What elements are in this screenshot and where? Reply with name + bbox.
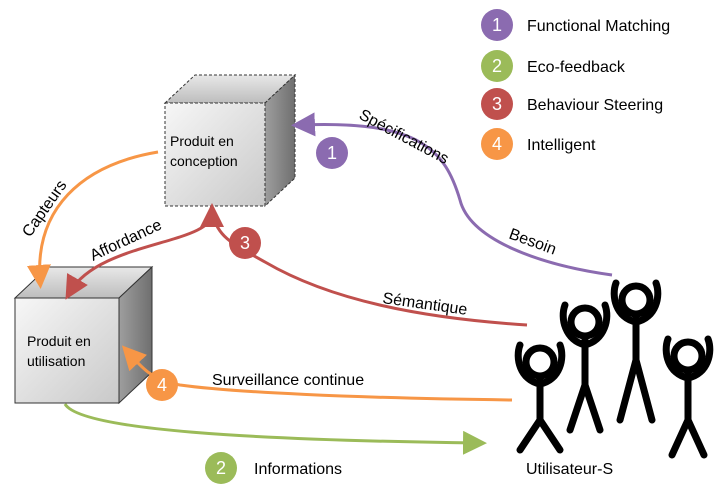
badge-4-num: 4	[157, 375, 167, 395]
edge-label-specifications: Spécifications	[356, 107, 451, 168]
legend-badge-4	[481, 128, 513, 160]
conception-label-line1: Produit en	[170, 133, 234, 149]
legend-item-intelligent: 4 Intelligent	[481, 128, 596, 160]
edge-capteurs: Capteurs	[19, 150, 159, 289]
box-produit-utilisation: Produit en utilisation	[13, 265, 154, 405]
purple-arrow	[291, 112, 613, 277]
legend-badge-4-num: 4	[492, 134, 502, 154]
legend-badge-3-num: 3	[492, 94, 502, 114]
legend: 1 Functional Matching 2 Eco-feedback 3 B…	[481, 9, 670, 160]
edge-label-besoin: Besoin	[507, 226, 559, 259]
utilisation-label-line2: utilisation	[27, 353, 85, 369]
legend-badge-3	[481, 88, 513, 120]
badge-4	[146, 369, 178, 401]
orange-arrow-capteurs	[26, 150, 159, 289]
cube-utilisation-front	[14, 297, 120, 404]
red-line-semantique	[211, 214, 528, 327]
badge-2-num: 2	[216, 458, 226, 478]
edge-informations: 2 Informations	[63, 403, 487, 484]
badge-2	[205, 452, 237, 484]
edge-surveillance: 4 Surveillance continue	[121, 345, 513, 402]
legend-label-behaviour-steering: Behaviour Steering	[527, 97, 663, 114]
badge-1	[316, 137, 348, 169]
users-label: Utilisateur-S	[526, 461, 613, 478]
users-icon	[514, 279, 714, 459]
legend-label-intelligent: Intelligent	[527, 137, 596, 154]
edge-label-affordance: Affordance	[88, 217, 165, 265]
legend-badge-1	[481, 9, 513, 41]
orange-line-surveillance	[121, 345, 513, 402]
legend-item-eco-feedback: 2 Eco-feedback	[481, 50, 626, 82]
cube-conception-side	[264, 73, 296, 208]
legend-item-functional-matching: 1 Functional Matching	[481, 9, 670, 41]
conception-label-line2: conception	[170, 153, 238, 169]
legend-badge-2	[481, 50, 513, 82]
box-produit-conception: Produit en conception	[163, 73, 297, 208]
legend-badge-2-num: 2	[492, 56, 502, 76]
edge-label-surveillance: Surveillance continue	[212, 372, 364, 389]
edge-functional-matching: Spécifications Besoin 1	[291, 107, 613, 277]
edge-label-informations: Informations	[254, 461, 342, 478]
badge-3	[229, 227, 261, 259]
cube-conception-front	[164, 102, 266, 207]
badge-1-num: 1	[327, 143, 337, 163]
edge-semantique: 3 Sémantique	[211, 214, 528, 327]
legend-badge-1-num: 1	[492, 15, 502, 35]
badge-3-num: 3	[240, 233, 250, 253]
green-arrow-informations	[63, 403, 487, 455]
legend-label-functional-matching: Functional Matching	[527, 18, 670, 35]
utilisation-label-line1: Produit en	[27, 333, 91, 349]
legend-label-eco-feedback: Eco-feedback	[527, 59, 626, 76]
legend-item-behaviour-steering: 3 Behaviour Steering	[481, 88, 663, 120]
